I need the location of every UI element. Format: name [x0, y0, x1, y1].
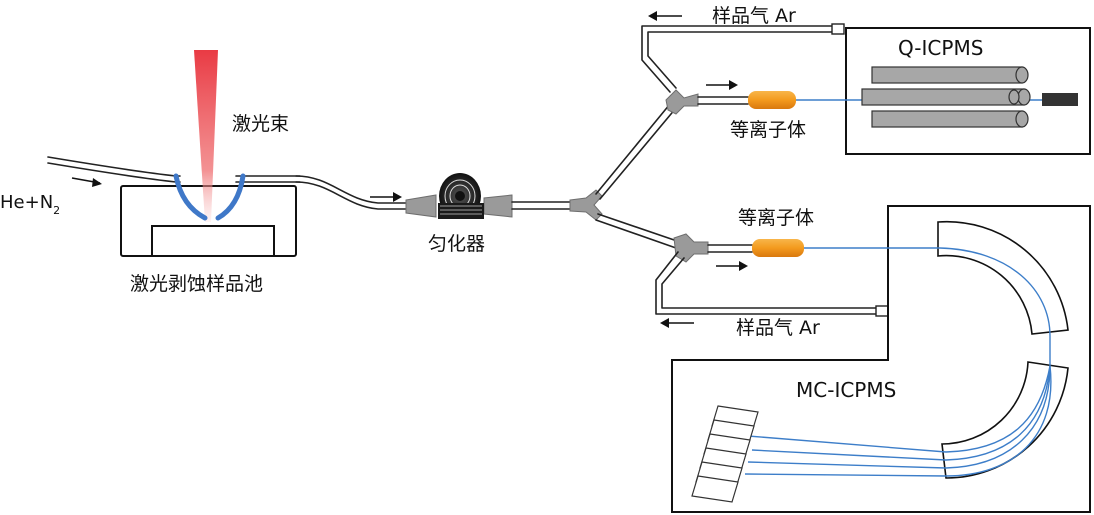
mc-icpms-label: MC-ICPMS: [796, 378, 896, 402]
mc-icpms-box: [671, 205, 1091, 513]
top-y-connector-icon: [665, 89, 699, 115]
top-plasma-icon: [748, 91, 796, 109]
homogenizer-to-splitter-tube: [511, 201, 573, 210]
bottom-plasma-icon: [752, 239, 804, 257]
laser-beam-label: 激光束: [232, 113, 289, 135]
bottom-sample-gas-label: 样品气 Ar: [736, 317, 820, 339]
bottom-plasma-label: 等离子体: [738, 207, 814, 229]
homogenizer-coil-icon: [405, 173, 513, 219]
bottom-return-arrow-icon: [660, 318, 694, 328]
q-icpms-box: [845, 27, 1091, 155]
top-sample-gas-tube: [641, 23, 845, 93]
q-icpms-detector: [1042, 93, 1078, 106]
ablation-cup-icon: [173, 173, 246, 221]
bottom-flow-arrow-icon: [716, 261, 748, 271]
upper-branch-tube: [595, 103, 677, 200]
lower-branch-tube: [595, 213, 681, 249]
bottom-y-connector-icon: [673, 233, 709, 263]
splitter-icon: [569, 189, 603, 221]
mc-icpms-ion-beam: [744, 247, 1052, 477]
bottom-to-plasma-tube: [707, 244, 753, 253]
top-return-arrow-icon: [648, 11, 682, 21]
carrier-gas-inlet-tube: [47, 156, 181, 183]
homogenizer-label: 匀化器: [428, 233, 485, 255]
flow-arrow-icon: [370, 192, 402, 202]
cell-to-homogenizer-tube: [295, 175, 411, 210]
laser-beam: [194, 50, 218, 222]
top-to-plasma-tube: [697, 96, 749, 105]
carrier-gas-label: He+N2: [0, 192, 60, 217]
carrier-gas-arrow-icon: [71, 177, 102, 187]
q-icpms-label: Q-ICPMS: [898, 36, 983, 60]
top-plasma-label: 等离子体: [730, 119, 806, 141]
top-sample-gas-label: 样品气 Ar: [712, 5, 796, 27]
quadrupole-rods: [861, 66, 1031, 128]
collector-array-icon: [691, 405, 759, 503]
bottom-sample-gas-tube: [655, 251, 889, 317]
ablation-cell-label: 激光剥蚀样品池: [130, 273, 263, 295]
top-flow-arrow-icon: [706, 80, 738, 90]
electrostatic-analyzer: [937, 220, 1069, 335]
